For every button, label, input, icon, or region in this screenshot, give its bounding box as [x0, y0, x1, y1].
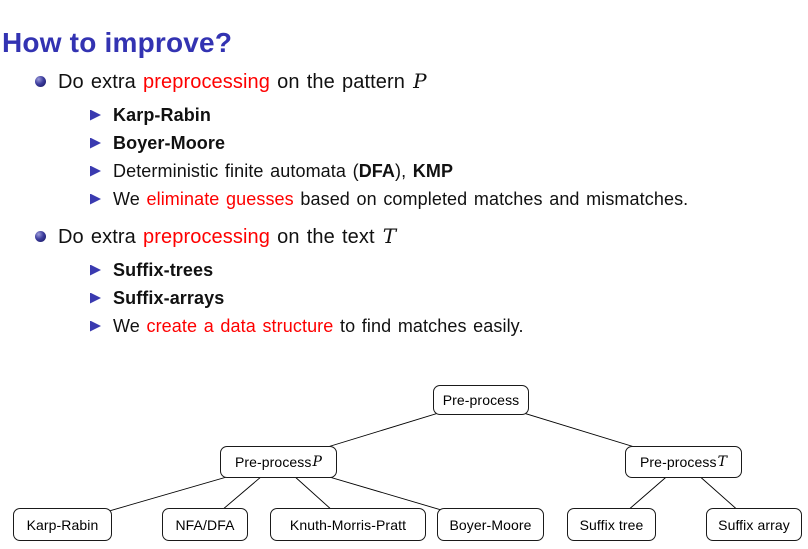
- bullet-text: Suffix-arrays: [113, 284, 224, 312]
- text-segment: on the text: [269, 226, 382, 248]
- text-segment: Deterministic finite automata (: [113, 161, 359, 181]
- sub-bullet-item: Karp-Rabin: [90, 101, 808, 129]
- text-segment: DFA: [358, 161, 395, 181]
- tree-node-karp-rabin: Karp-Rabin: [13, 508, 112, 541]
- text-segment: based on completed matches and mismatche…: [293, 189, 689, 209]
- sub-bullet-item: We eliminate guesses based on completed …: [90, 185, 808, 213]
- triangle-bullet-icon: [90, 137, 101, 149]
- tree-node-label: Boyer-Moore: [449, 516, 532, 533]
- tree-node-suffix-tree: Suffix tree: [567, 508, 656, 541]
- tree-node-knuth-morris-pratt: Knuth-Morris-Pratt: [270, 508, 426, 541]
- tree-node-label: Knuth-Morris-Pratt: [289, 516, 407, 533]
- text-segment: to find matches easily.: [333, 316, 524, 336]
- bullet-text: We create a data structure to find match…: [113, 312, 524, 340]
- tree-node-label: Suffix array: [718, 516, 790, 533]
- text-segment: preprocessing: [143, 71, 270, 93]
- bullet-text: Deterministic finite automata (DFA), KMP: [113, 157, 453, 185]
- bullet-item: Do extra preprocessing on the pattern P: [35, 66, 808, 97]
- bullet-item: Do extra preprocessing on the text T: [35, 221, 808, 252]
- bullet-text: Suffix-trees: [113, 256, 213, 284]
- text-segment: Boyer-Moore: [113, 133, 226, 153]
- tree-node-label: NFA/DFA: [175, 516, 235, 533]
- text-segment: eliminate guesses: [146, 189, 294, 209]
- bullet-text: Boyer-Moore: [113, 129, 225, 157]
- sub-bullet-item: Deterministic finite automata (DFA), KMP: [90, 157, 808, 185]
- tree-node-nfa-dfa: NFA/DFA: [162, 508, 248, 541]
- sub-bullet-item: Suffix-arrays: [90, 284, 808, 312]
- tree-node-math-label: T: [717, 454, 728, 470]
- tree-node-pre-process-p: Pre-process P: [220, 446, 337, 478]
- tree-node-math-label: P: [312, 454, 323, 470]
- ball-bullet-icon: [35, 231, 46, 242]
- tree-node-label: Suffix tree: [579, 516, 644, 533]
- triangle-bullet-icon: [90, 165, 101, 177]
- bullet-text: We eliminate guesses based on completed …: [113, 185, 688, 213]
- text-segment: We: [113, 316, 147, 336]
- text-segment: T: [382, 224, 397, 248]
- tree-node-label: Karp-Rabin: [26, 516, 99, 533]
- sub-bullet-item: We create a data structure to find match…: [90, 312, 808, 340]
- text-segment: preprocessing: [143, 226, 270, 248]
- text-segment: ),: [395, 161, 413, 181]
- tree-node-pre-process: Pre-process: [433, 385, 529, 415]
- ball-bullet-icon: [35, 76, 46, 87]
- sub-bullet-item: Suffix-trees: [90, 256, 808, 284]
- triangle-bullet-icon: [90, 109, 101, 121]
- bullet-list: Do extra preprocessing on the pattern P K…: [0, 58, 808, 340]
- tree-node-label: Pre-process: [639, 454, 717, 470]
- triangle-bullet-icon: [90, 264, 101, 276]
- slide-title: How to improve?: [2, 26, 233, 58]
- triangle-bullet-icon: [90, 320, 101, 332]
- text-segment: create a data structure: [146, 316, 334, 336]
- text-segment: Do extra: [58, 71, 144, 93]
- bullet-text: Karp-Rabin: [113, 101, 211, 129]
- triangle-bullet-icon: [90, 292, 101, 304]
- text-segment: KMP: [412, 161, 454, 181]
- tree-node-label: Pre-process: [442, 392, 520, 408]
- triangle-bullet-icon: [90, 193, 101, 205]
- tree-node-label: Pre-process: [234, 454, 312, 470]
- tree-node-pre-process-t: Pre-process T: [625, 446, 742, 478]
- text-segment: on the pattern: [269, 71, 413, 93]
- text-segment: Do extra: [58, 226, 144, 248]
- tree-node-suffix-array: Suffix array: [706, 508, 802, 541]
- text-segment: Suffix-arrays: [113, 288, 225, 308]
- text-segment: P: [413, 69, 427, 93]
- tree-node-boyer-moore: Boyer-Moore: [437, 508, 544, 541]
- bullet-text: Do extra preprocessing on the text T: [58, 221, 396, 252]
- text-segment: Karp-Rabin: [113, 105, 212, 125]
- text-segment: We: [113, 189, 147, 209]
- text-segment: Suffix-trees: [113, 260, 214, 280]
- sub-bullet-item: Boyer-Moore: [90, 129, 808, 157]
- bullet-text: Do extra preprocessing on the pattern P: [58, 66, 427, 97]
